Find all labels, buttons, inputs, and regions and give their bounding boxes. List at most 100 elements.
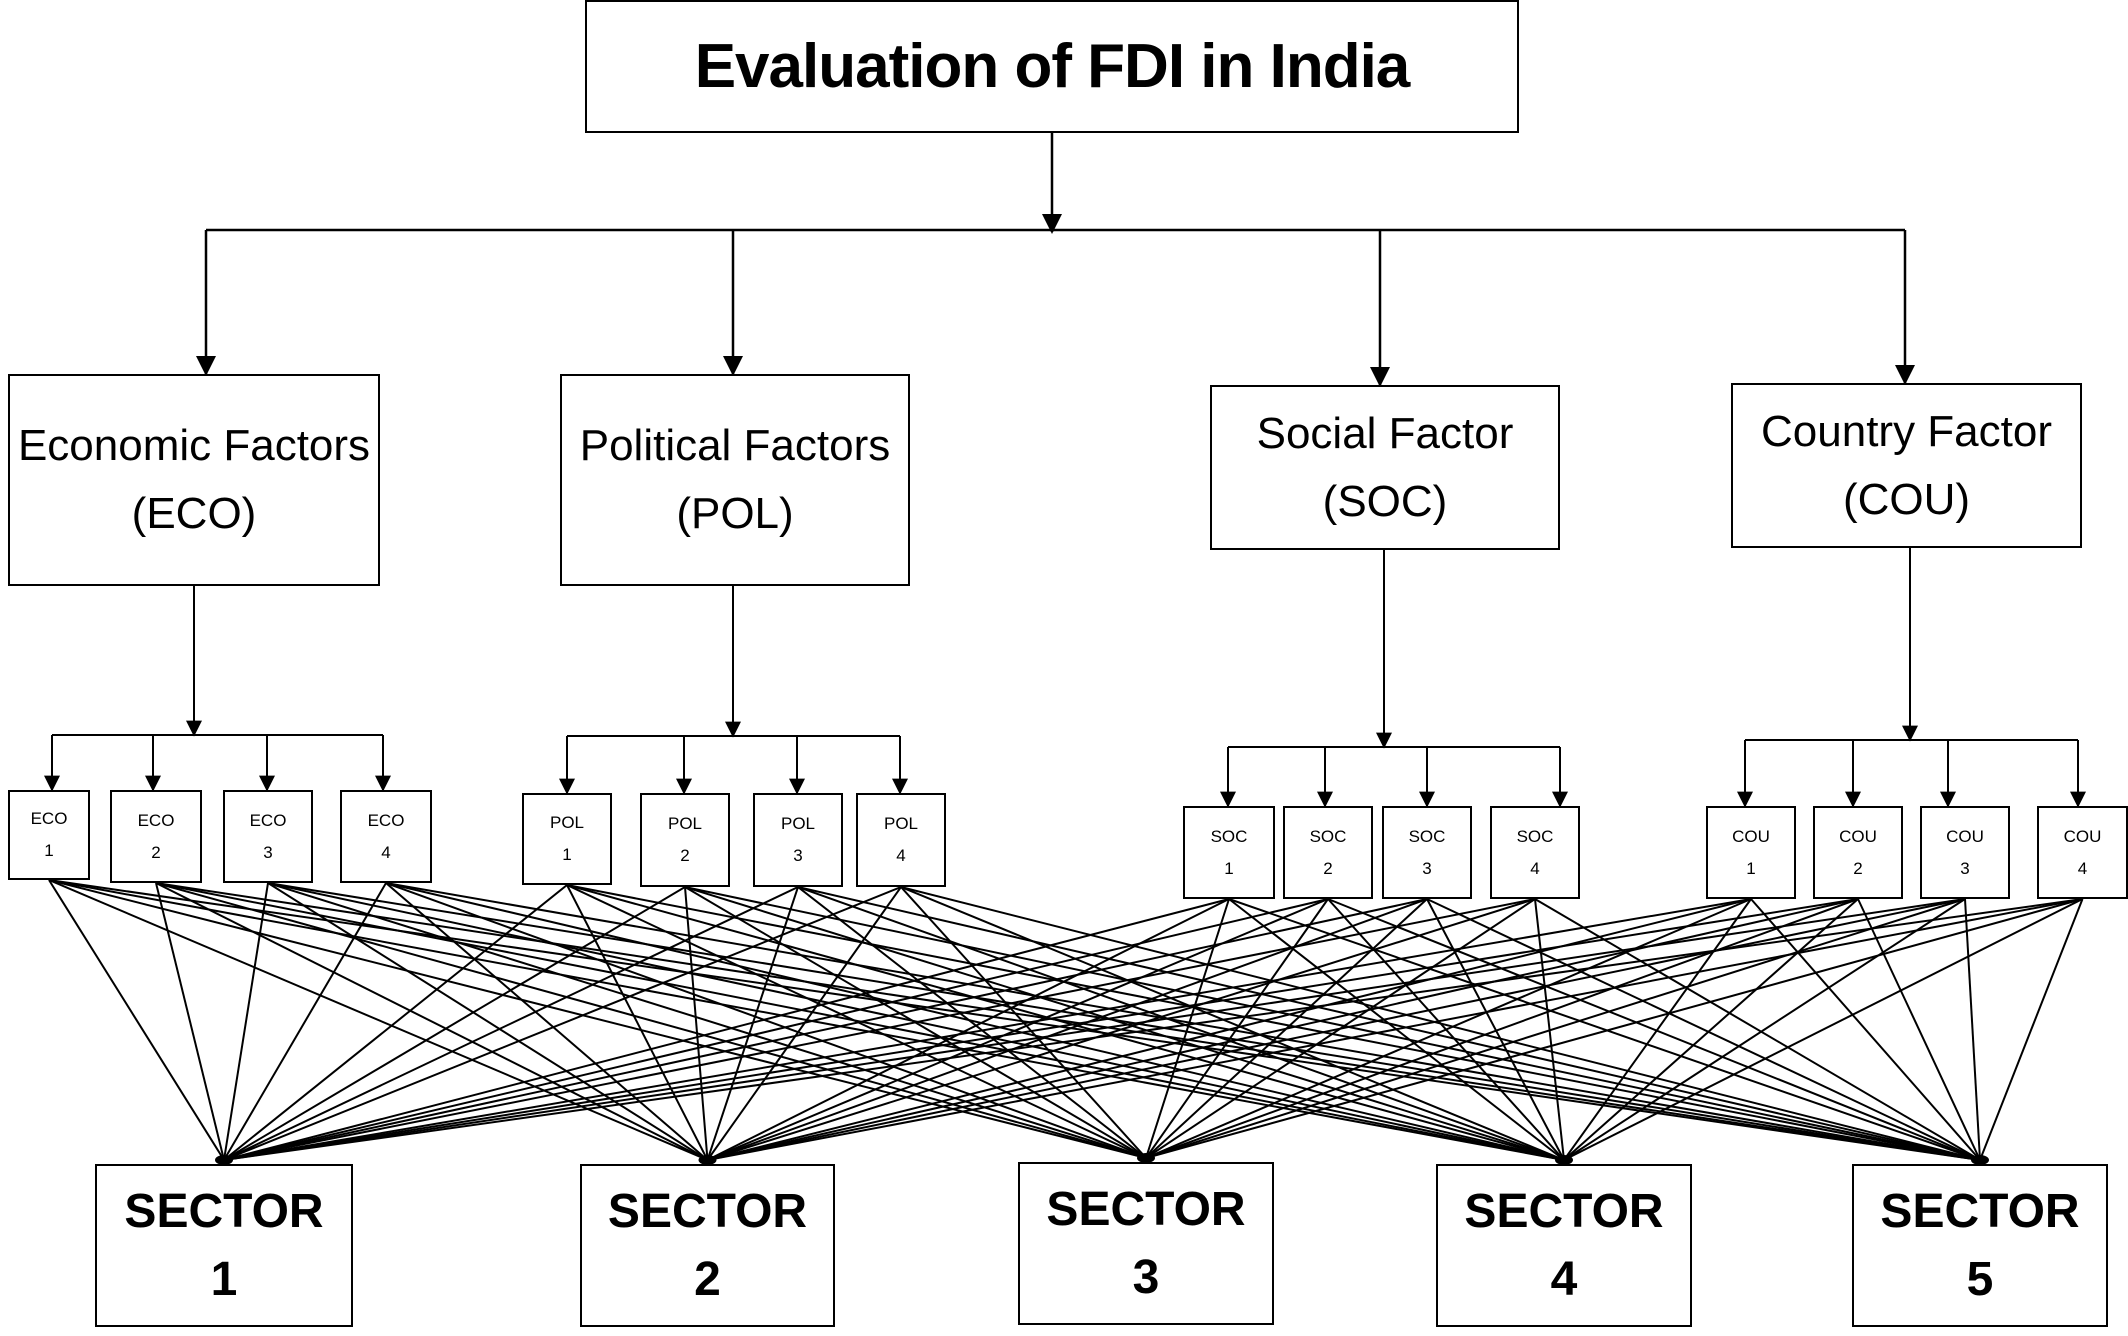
sector-junction-dot — [1137, 1153, 1155, 1163]
mesh-connector — [1145, 898, 1230, 1159]
mesh-connector — [48, 879, 225, 1161]
mesh-connector — [566, 884, 1565, 1161]
title-box: Evaluation of FDI in India — [585, 0, 1519, 133]
mesh-connector — [223, 886, 686, 1161]
mesh-connector — [684, 886, 1565, 1161]
mesh-connector — [1750, 898, 1981, 1161]
mesh-connector — [223, 886, 799, 1161]
mesh-connector — [1534, 898, 1981, 1161]
mesh-connector — [267, 882, 709, 1161]
subfactor-code: COU — [2063, 826, 2102, 846]
mesh-connector — [707, 898, 1966, 1161]
subfactor-box: SOC 1 — [1183, 806, 1275, 899]
subfactor-box: COU 4 — [2037, 806, 2128, 899]
mesh-connector — [48, 879, 1981, 1161]
sector-label: SECTOR — [124, 1184, 324, 1238]
mesh-connector — [223, 898, 1329, 1161]
subfactor-number: 4 — [2077, 858, 2088, 878]
mesh-connector — [223, 882, 387, 1161]
subfactor-number: 3 — [1422, 858, 1432, 878]
subfactor-code: COU — [1946, 826, 1984, 846]
subfactor-number: 4 — [896, 846, 906, 865]
mesh-connector — [385, 882, 709, 1161]
subfactor-code: ECO — [367, 810, 405, 830]
mesh-connector — [1426, 898, 1981, 1161]
subfactor-box: COU 3 — [1920, 806, 2010, 899]
sector-label: SECTOR — [607, 1184, 808, 1238]
subfactor-code: ECO — [30, 809, 68, 828]
mesh-connector — [223, 898, 1966, 1161]
subfactor-code: SOC — [1210, 826, 1248, 846]
mesh-connector — [1979, 898, 2084, 1161]
mesh-connector — [48, 879, 708, 1161]
sector-number: 4 — [1550, 1252, 1578, 1306]
subfactor-code: ECO — [249, 810, 287, 830]
subfactor-number: 2 — [1323, 858, 1333, 878]
subfactor-code: SOC — [1309, 826, 1347, 846]
mesh-connector — [223, 898, 1859, 1161]
mesh-connector — [1426, 898, 1565, 1161]
subfactor-number: 2 — [151, 842, 161, 862]
mesh-connector — [223, 898, 1752, 1161]
mesh-connector — [1145, 898, 1752, 1159]
mesh-connector — [267, 882, 1147, 1159]
mesh-connector — [566, 884, 709, 1161]
subfactor-number: 1 — [1224, 858, 1234, 878]
subfactor-box: POL 3 — [753, 793, 843, 887]
subfactor-code: COU — [1839, 826, 1877, 846]
mesh-connector — [223, 898, 1230, 1161]
mesh-connector — [684, 886, 709, 1161]
subfactor-number: 4 — [381, 842, 391, 862]
subfactor-number: 2 — [680, 846, 690, 865]
subfactor-number: 3 — [793, 846, 803, 865]
mesh-connector — [797, 886, 1147, 1159]
factor-box: Country Factor (COU) — [1731, 383, 2082, 548]
mesh-connector — [1145, 898, 2083, 1159]
subfactor-code: POL — [780, 814, 816, 833]
subfactor-number: 3 — [1960, 858, 1970, 878]
subfactor-box: SOC 3 — [1382, 806, 1472, 899]
mesh-connector — [566, 884, 1981, 1161]
factor-code: (POL) — [676, 489, 794, 538]
mesh-connector — [900, 886, 1565, 1161]
subfactor-number: 2 — [1853, 858, 1863, 878]
sector-number: 2 — [694, 1252, 721, 1306]
factor-name: Country Factor — [1761, 406, 2052, 456]
mesh-connector — [223, 898, 1428, 1161]
subfactor-number: 4 — [1530, 858, 1540, 878]
subfactor-box: POL 4 — [856, 793, 946, 887]
mesh-connector — [155, 882, 1981, 1161]
sector-junction-dot — [1555, 1155, 1573, 1165]
sector-junction-dot — [215, 1155, 233, 1165]
subfactor-box: SOC 2 — [1283, 806, 1373, 899]
subfactor-code: POL — [883, 814, 919, 833]
mesh-connector — [707, 898, 2083, 1161]
subfactor-code: POL — [667, 814, 703, 833]
factor-code: (SOC) — [1322, 476, 1448, 526]
mesh-connector — [385, 882, 1981, 1161]
factor-code: (COU) — [1842, 474, 1971, 524]
mesh-connector — [223, 882, 269, 1161]
sector-number: 3 — [1132, 1250, 1160, 1304]
mesh-connector — [1563, 898, 1859, 1161]
factor-box: Social Factor (SOC) — [1210, 385, 1560, 550]
factor-box: Political Factors(POL) — [560, 374, 910, 586]
subfactor-number: 1 — [562, 845, 572, 864]
sector-label: SECTOR — [1880, 1184, 2080, 1238]
diagram-title: Evaluation of FDI in India — [694, 32, 1411, 101]
factor-name: Social Factor — [1256, 408, 1514, 458]
subfactor-box: COU 2 — [1813, 806, 1903, 899]
mesh-connector — [223, 884, 568, 1161]
sector-junction-dot — [698, 1155, 717, 1165]
mesh-connector — [155, 882, 1147, 1159]
factor-code: (ECO) — [131, 489, 257, 538]
subfactor-code: SOC — [1408, 826, 1446, 846]
mesh-connector — [797, 886, 1565, 1161]
connector-lines — [44, 133, 2086, 1165]
